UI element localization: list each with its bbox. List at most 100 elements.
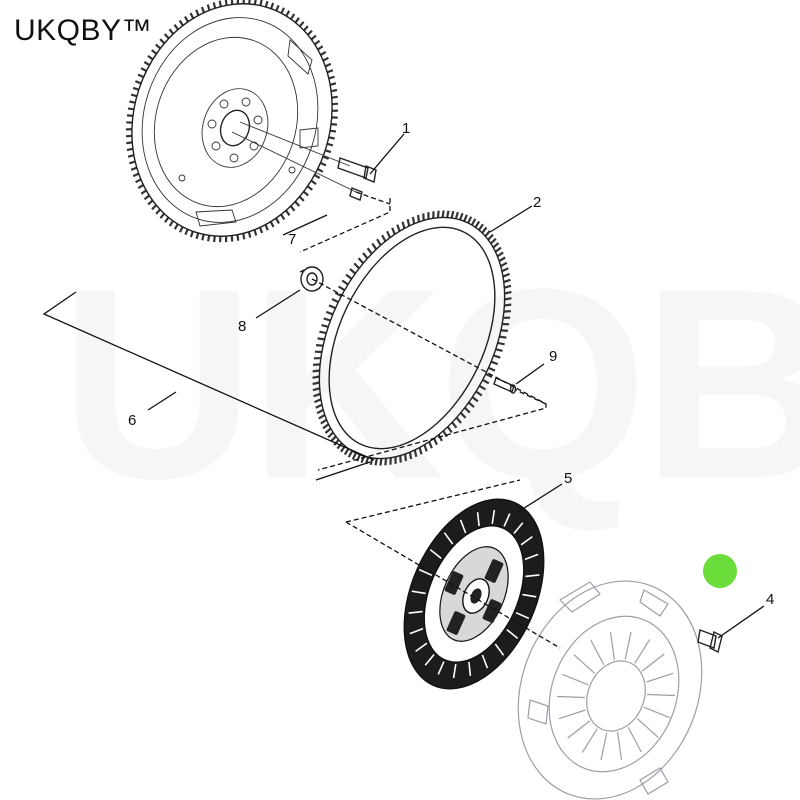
- disc-slots-tick: [520, 535, 533, 546]
- flywheel-teeth-tick: [155, 43, 162, 50]
- callout-1: 1: [402, 120, 410, 137]
- ringgear-teeth-tick: [494, 246, 502, 253]
- ringgear-teeth-tick: [317, 337, 325, 341]
- flywheel-teeth-tick: [126, 114, 134, 117]
- ringgear-teeth-tick: [459, 212, 464, 221]
- ringgear-teeth-tick: [325, 310, 334, 316]
- ringgear-teeth-tick: [417, 214, 420, 223]
- callout-6: 6: [128, 412, 136, 429]
- flywheel-teeth-tick: [242, 233, 246, 240]
- ringgear-teeth-tick: [371, 242, 378, 250]
- clutch-pin: [493, 377, 517, 394]
- flywheel-ring-teeth: [125, 0, 339, 243]
- ringgear-teeth-tick: [331, 298, 339, 304]
- ringgear-teeth-tick: [312, 381, 320, 386]
- ringgear-teeth-tick: [503, 310, 511, 313]
- flywheel-teeth-tick: [285, 10, 291, 17]
- ringgear-teeth-tick: [408, 452, 413, 460]
- ringgear-teeth-tick: [493, 354, 501, 359]
- flywheel-teeth-tick: [317, 45, 324, 51]
- ringgear-teeth-tick: [322, 423, 330, 430]
- flywheel-teeth-tick: [212, 2, 217, 9]
- flywheel-teeth-tick: [280, 213, 286, 221]
- ringgear-teeth-tick: [467, 216, 473, 224]
- ringgear-teeth-tick: [312, 375, 320, 379]
- pp-fingers-tick: [573, 654, 596, 674]
- clutch-pressure-plate: [517, 580, 703, 800]
- pp-fingers-tick: [627, 727, 642, 753]
- flywheel-teeth-tick: [258, 227, 264, 234]
- ringgear-teeth-tick: [436, 210, 440, 218]
- disc-slots-tick: [443, 532, 454, 545]
- ringgear-teeth-tick: [315, 403, 323, 409]
- ringgear-teeth-tick: [423, 444, 428, 452]
- ringgear-teeth-tick: [356, 454, 361, 462]
- disc-slots-tick: [513, 522, 524, 535]
- flywheel-teeth-tick: [313, 173, 321, 179]
- flywheel-teeth-tick: [151, 49, 158, 55]
- ringgear-teeth-tick: [492, 242, 500, 249]
- flywheel-teeth-tick: [195, 9, 200, 16]
- callout-9: 9: [549, 348, 557, 365]
- ringgear-teeth-tick: [464, 406, 471, 414]
- flywheel-teeth-tick: [248, 0, 251, 5]
- ringgear-teeth-tick: [501, 267, 509, 273]
- pp-fingers-tick: [641, 653, 665, 672]
- ringgear-teeth-tick: [503, 278, 511, 284]
- ringgear-teeth-tick: [481, 226, 488, 234]
- flywheel-teeth-tick: [163, 33, 170, 40]
- callout-5: 5: [564, 470, 572, 487]
- pp-fingers-tick: [646, 693, 676, 697]
- flywheel-teeth-tick: [179, 226, 184, 233]
- disc-slots-tick: [437, 661, 445, 675]
- callout-numbers: 1 2 4 5 6 7 8 9: [128, 120, 774, 608]
- flywheel-teeth-tick: [330, 88, 338, 93]
- flywheel-teeth-tick: [164, 216, 170, 223]
- ringgear-teeth-tick: [330, 435, 337, 443]
- ringgear-teeth-tick: [446, 426, 453, 434]
- disc-slots-tick: [411, 590, 426, 595]
- ringgear-teeth-tick: [312, 369, 320, 373]
- ringgear-teeth-tick: [470, 218, 477, 226]
- flywheel-teeth-tick: [247, 231, 252, 238]
- disc-slots-tick: [415, 642, 428, 653]
- ringgear-teeth-tick: [345, 273, 353, 280]
- ringgear-teeth-tick: [313, 392, 321, 398]
- flywheel-teeth-tick: [326, 69, 334, 74]
- flywheel-teeth-tick: [130, 93, 138, 98]
- flywheel-teeth-tick: [189, 230, 194, 238]
- flywheel-teeth-tick: [137, 73, 145, 79]
- flywheel-teeth-tick: [324, 149, 332, 154]
- flywheel-teeth-tick: [151, 204, 158, 211]
- green-marker-dot: [703, 554, 737, 588]
- ringgear-teeth-tick: [482, 378, 490, 385]
- pp-fingers-tick: [609, 632, 615, 660]
- pp-fingers-tick: [567, 720, 591, 739]
- flywheel-teeth-tick: [127, 154, 135, 158]
- flywheel-teeth-tick: [280, 7, 285, 14]
- ringgear-teeth-tick: [471, 396, 479, 403]
- flywheel-teeth-tick: [184, 16, 189, 23]
- ringgear-teeth-tick: [320, 418, 328, 425]
- ringgear-teeth-tick: [316, 344, 324, 347]
- pp-fingers-tick: [646, 672, 674, 683]
- flywheel-teeth-tick: [147, 54, 154, 61]
- ringgear-teeth-tick: [478, 223, 484, 231]
- flywheel-teeth-tick: [129, 100, 136, 104]
- flywheel-teeth-tick: [218, 0, 222, 7]
- flywheel-teeth-tick: [328, 136, 335, 140]
- ringgear-teeth-tick: [499, 335, 507, 339]
- ringgear-teeth-tick: [366, 247, 373, 255]
- callout-7: 7: [288, 231, 296, 248]
- ringgear-teeth-tick: [406, 218, 411, 227]
- ringgear-teeth-tick: [312, 387, 321, 392]
- disc-slots-tick: [429, 548, 442, 560]
- ringgear-teeth-tick: [459, 412, 467, 419]
- disc-slots-tick: [418, 568, 433, 577]
- ringgear-teeth-tick: [343, 448, 350, 456]
- ringgear-teeth-tick: [418, 447, 423, 455]
- flywheel-teeth-tick: [213, 235, 216, 243]
- ringgear-teeth-tick: [379, 458, 383, 466]
